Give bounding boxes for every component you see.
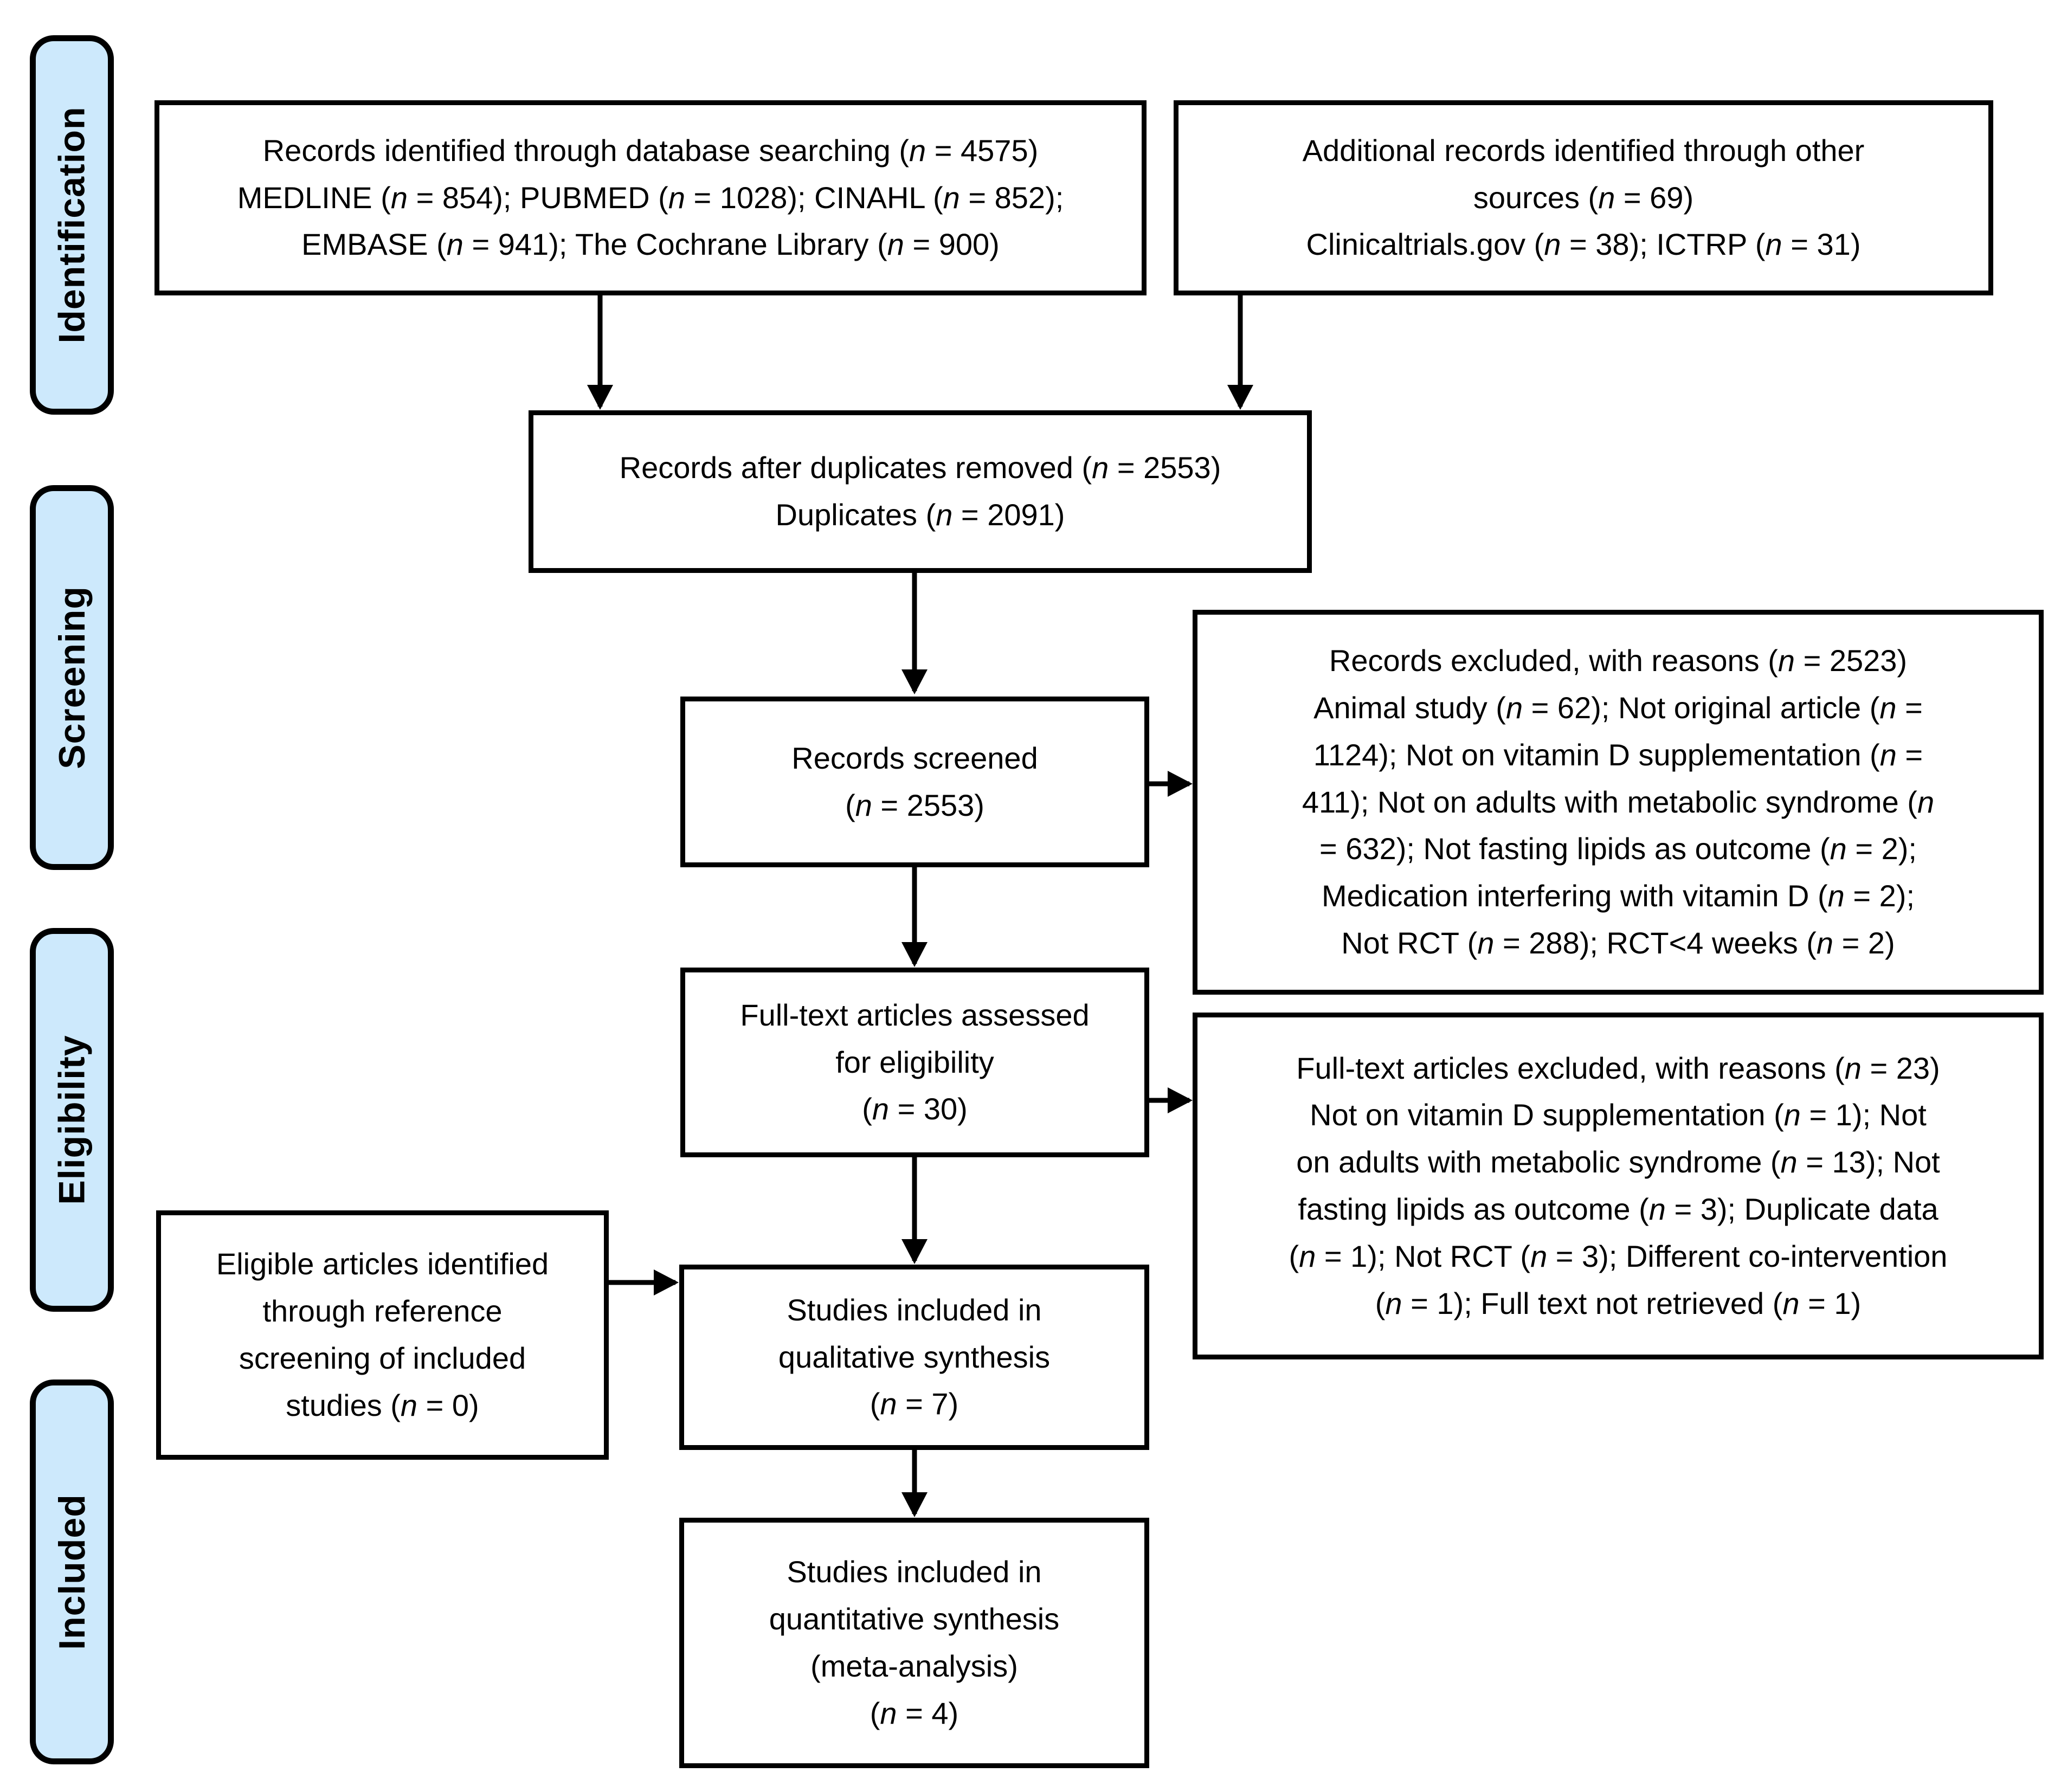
box-text: Studies included in qualitative synthesi… bbox=[778, 1292, 1051, 1421]
box-records-screened: Records screened (n = 2553) bbox=[680, 697, 1149, 867]
stage-eligibility: Eligibility bbox=[30, 928, 114, 1312]
box-fulltext-assessed: Full-text articles assessed for eligibil… bbox=[680, 968, 1149, 1157]
box-text: Full-text articles excluded, with reason… bbox=[1289, 1050, 1948, 1320]
stage-identification: Identification bbox=[30, 35, 114, 415]
stage-label: Eligibility bbox=[51, 1035, 93, 1205]
box-text: Eligible articles identified through ref… bbox=[216, 1247, 549, 1422]
box-text: Records identified through database sear… bbox=[237, 133, 1064, 262]
box-text: Records excluded, with reasons (n = 2523… bbox=[1302, 643, 1935, 960]
stage-included: Included bbox=[30, 1380, 114, 1764]
box-records-identified-database: Records identified through database sear… bbox=[154, 100, 1147, 295]
box-quantitative-synthesis: Studies included in quantitative synthes… bbox=[679, 1518, 1149, 1768]
box-text: Additional records identified through ot… bbox=[1302, 133, 1865, 262]
stage-label: Included bbox=[51, 1494, 93, 1650]
box-text: Records screened (n = 2553) bbox=[791, 740, 1038, 822]
box-duplicates-removed: Records after duplicates removed (n = 25… bbox=[529, 410, 1312, 573]
box-records-excluded: Records excluded, with reasons (n = 2523… bbox=[1193, 610, 2044, 995]
stage-screening: Screening bbox=[30, 485, 114, 870]
box-text: Studies included in quantitative synthes… bbox=[769, 1555, 1060, 1730]
stage-label: Identification bbox=[51, 106, 93, 344]
box-text: Records after duplicates removed (n = 25… bbox=[619, 450, 1221, 532]
box-fulltext-excluded: Full-text articles excluded, with reason… bbox=[1193, 1013, 2044, 1359]
box-additional-records: Additional records identified through ot… bbox=[1174, 100, 1993, 295]
box-reference-screening: Eligible articles identified through ref… bbox=[156, 1210, 609, 1460]
stage-label: Screening bbox=[51, 586, 93, 769]
box-qualitative-synthesis: Studies included in qualitative synthesi… bbox=[679, 1265, 1149, 1450]
box-text: Full-text articles assessed for eligibil… bbox=[740, 997, 1090, 1126]
